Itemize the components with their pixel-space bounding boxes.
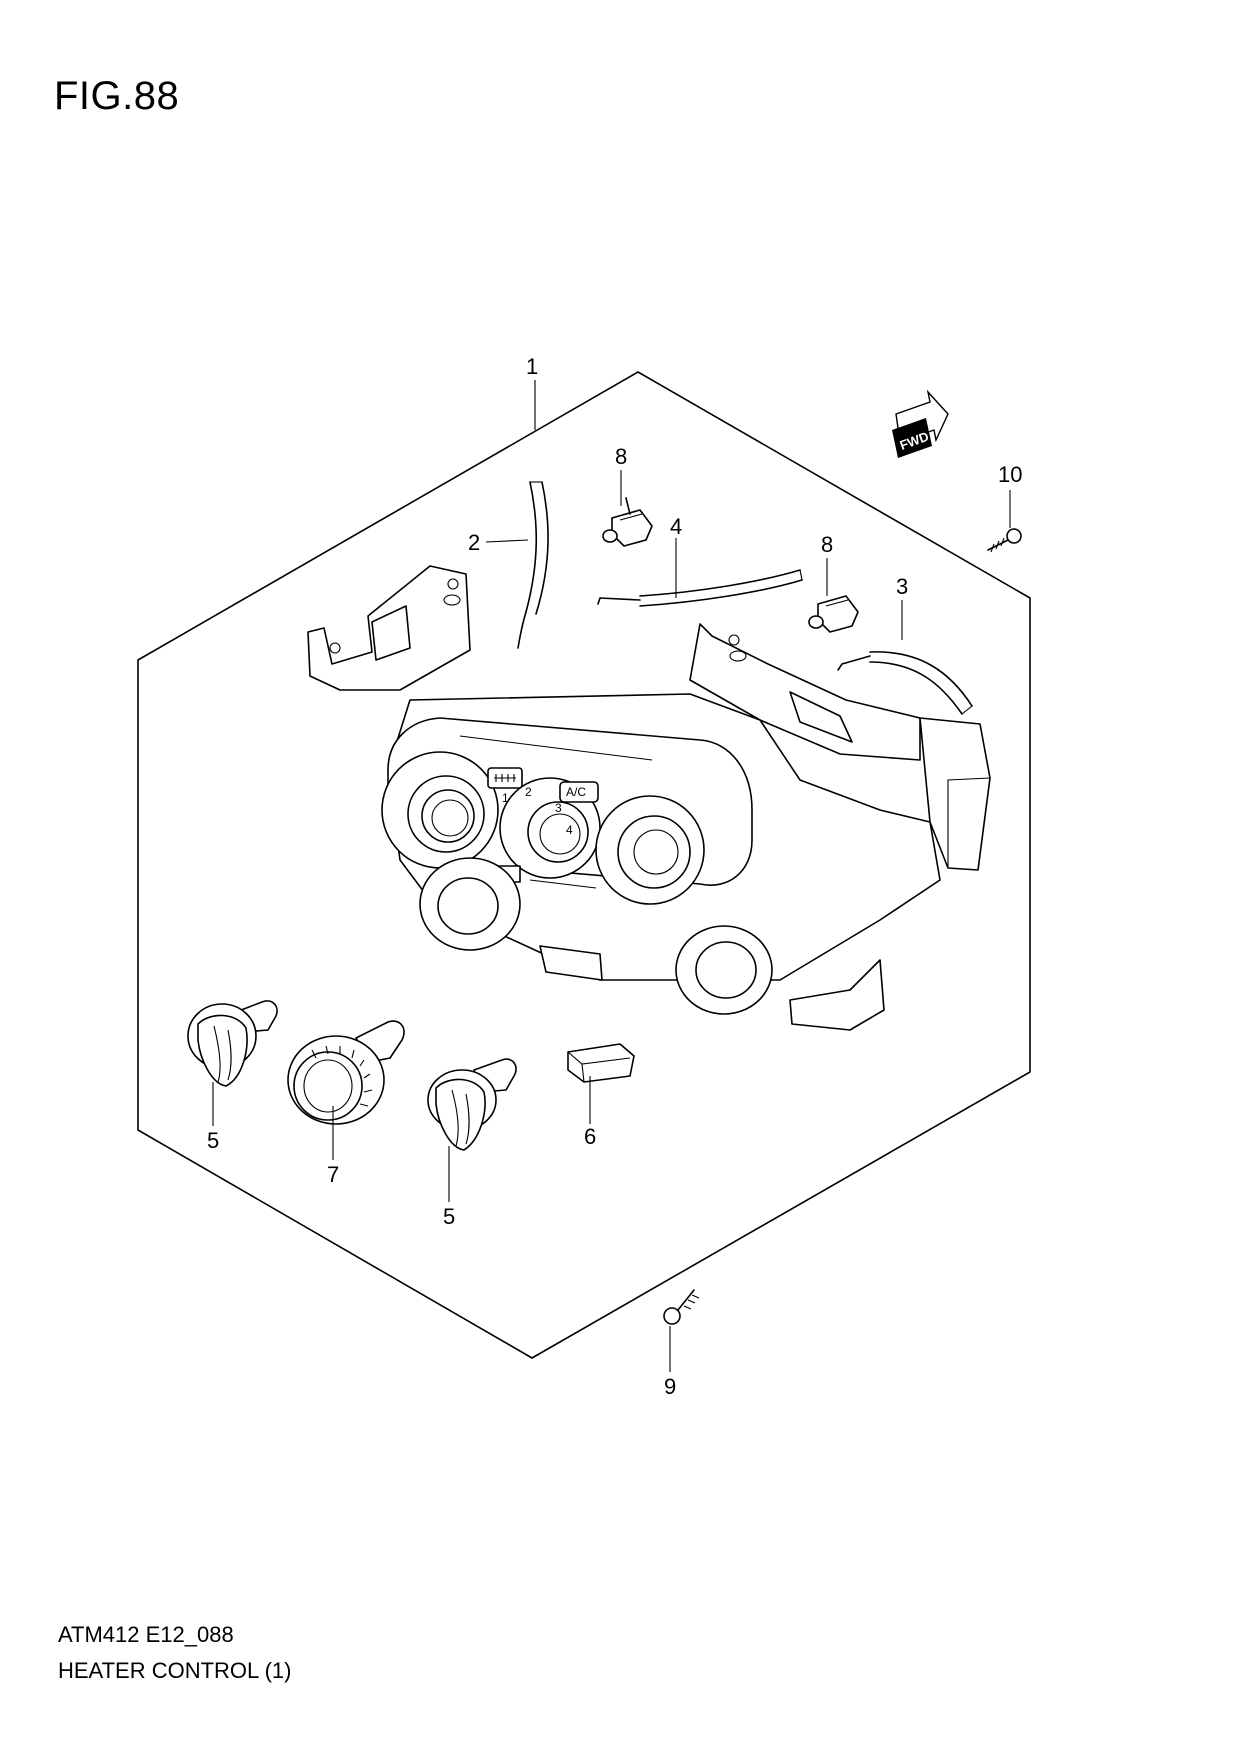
knob-part-5-right [427,1058,517,1151]
ac-button [559,781,599,803]
lower-outlet-right [675,925,773,1015]
callout-3: 3 [896,574,908,599]
fan-speed-3: 3 [555,801,562,815]
cable-part-2 [517,481,549,649]
assembly-boundary [137,371,1031,1359]
callout-1: 1 [526,354,538,379]
figure-title: FIG.88 [54,74,180,118]
callout-4: 4 [670,514,682,539]
temperature-dial [595,795,705,905]
bulb-part-8-upper [602,497,653,547]
heater-control-assembly-part-1: 1 2 3 4 A/C [307,565,991,1031]
mode-dial [381,751,499,869]
cable-part-3 [837,651,973,715]
leader-lines [212,380,1011,1372]
callouts: 1 2 3 4 5 5 6 7 8 8 9 10 [207,354,1022,1399]
ac-label: A/C [566,785,586,799]
callout-8-upper: 8 [615,444,627,469]
bulb-part-8-lower [808,595,859,633]
callout-8-lower: 8 [821,532,833,557]
screw-part-10 [987,528,1022,553]
callout-7: 7 [327,1162,339,1187]
knob-part-7-ring [287,1020,405,1125]
cable-part-4 [597,569,803,607]
callout-9: 9 [664,1374,676,1399]
button-part-6 [567,1043,635,1083]
callout-10: 10 [998,462,1022,487]
fan-speed-1: 1 [502,791,509,805]
screw-part-9 [663,1289,700,1325]
knob-part-5-left [187,1000,278,1087]
diagram-code: ATM412 E12_088 [58,1622,234,1647]
fan-speed-2: 2 [525,785,532,799]
callout-5-right: 5 [443,1204,455,1229]
lower-outlet-left [419,857,521,951]
fwd-arrow-icon: FWD [892,389,949,458]
callout-5-left: 5 [207,1128,219,1153]
callout-2: 2 [468,530,480,555]
fan-speed-4: 4 [566,823,573,837]
fan-speed-dial: 1 2 3 4 A/C [487,767,601,879]
diagram-name: HEATER CONTROL (1) [58,1658,292,1683]
callout-6: 6 [584,1124,596,1149]
